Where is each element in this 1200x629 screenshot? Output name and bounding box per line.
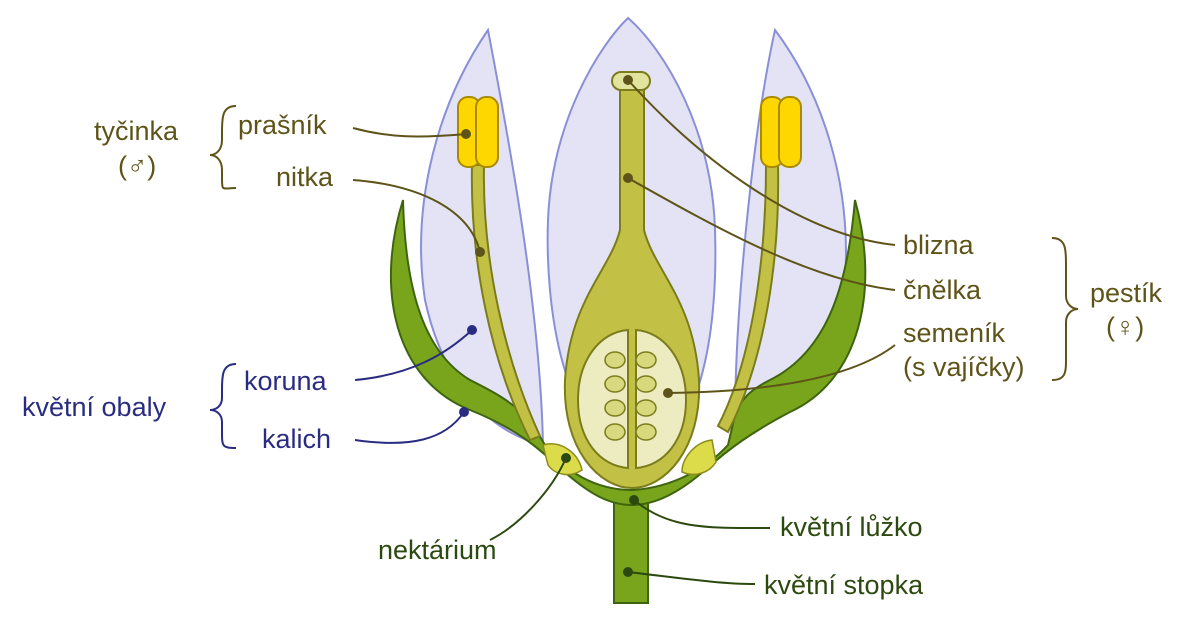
label-blizna: blizna (903, 230, 974, 260)
filament-left (470, 164, 542, 442)
leader-kvetni-luzko (633, 499, 771, 530)
label-s-vajicky: (s vajíčky) (903, 352, 1025, 382)
dot-kvetni-luzko (629, 495, 639, 505)
leader-kalich (354, 411, 465, 444)
anther-right (760, 96, 802, 168)
dot-kvetni-stopka (623, 567, 633, 577)
label-kvetni-luzko: květní lůžko (780, 512, 923, 542)
leader-semenik (667, 344, 896, 394)
label-prasnik: prašník (238, 110, 327, 140)
leader-prasnik (352, 127, 467, 138)
leader-koruna (354, 329, 473, 381)
dot-semenik (663, 388, 673, 398)
dot-blizna (623, 75, 633, 85)
label-nektarium: nektárium (378, 535, 497, 565)
leader-kvetni-stopka (627, 571, 756, 585)
label-tycinka: tyčinka (94, 116, 179, 146)
label-pestik: pestík (1090, 278, 1163, 308)
leader-nektarium (489, 457, 567, 541)
label-kalich: kalich (262, 424, 332, 454)
nectary-right (681, 439, 717, 476)
dot-koruna (467, 325, 477, 335)
dot-nitka (475, 247, 485, 257)
label-male-symbol: (♂) (118, 151, 157, 181)
label-nitka: nitka (276, 162, 334, 192)
filament-right (716, 164, 780, 434)
label-cnelka: čnělka (903, 275, 982, 305)
leader-nitka (352, 179, 481, 253)
brace-tycinka (209, 105, 237, 190)
dot-cnelka (623, 173, 633, 183)
label-kvetni-stopka: květní stopka (764, 570, 924, 600)
brace-kvetni-obaly (209, 363, 237, 449)
dot-nektarium (561, 453, 571, 463)
label-kvetni-obaly: květní obaly (22, 392, 167, 422)
stem (613, 499, 649, 604)
brace-pestik (1051, 237, 1079, 381)
dot-kalich (459, 407, 469, 417)
leader-cnelka (627, 177, 896, 291)
label-female-symbol: (♀) (1106, 312, 1145, 342)
label-semenik: semeník (903, 318, 1006, 348)
leader-blizna (627, 79, 896, 246)
label-koruna: koruna (244, 366, 327, 396)
ovules (604, 351, 657, 441)
dot-prasnik (461, 129, 471, 139)
